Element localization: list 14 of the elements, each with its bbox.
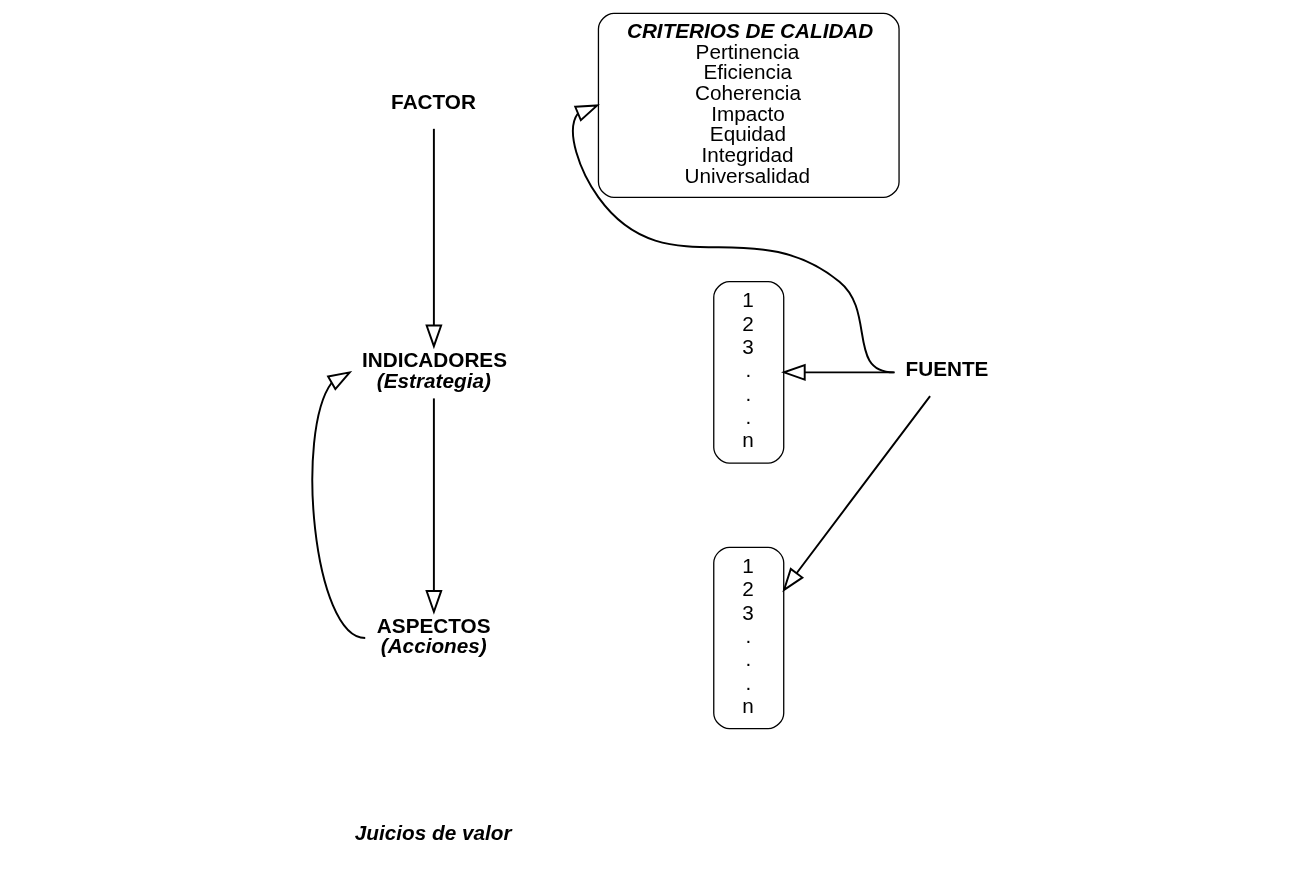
node-box: 1 2 3 . . . n <box>713 546 785 730</box>
arrow <box>425 127 443 350</box>
arrow <box>781 363 896 381</box>
node-text: INDICADORES (Estrategia) <box>361 347 508 392</box>
node-box: CRITERIOS DE CALIDAD Pertinencia Eficiencia Coherencia Impacto Equidad Integridad Universalidad <box>597 12 900 199</box>
node-text: FUENTE <box>905 356 989 380</box>
arrow <box>782 395 932 593</box>
label: Juicios de valor <box>354 820 512 844</box>
arrow <box>572 104 895 374</box>
arrow <box>311 370 367 639</box>
node-box: 1 2 3 . . . n <box>713 281 785 464</box>
arrow <box>425 397 443 615</box>
node-text: FACTOR <box>391 90 476 114</box>
node-text: ASPECTOS (Acciones) <box>376 613 491 658</box>
